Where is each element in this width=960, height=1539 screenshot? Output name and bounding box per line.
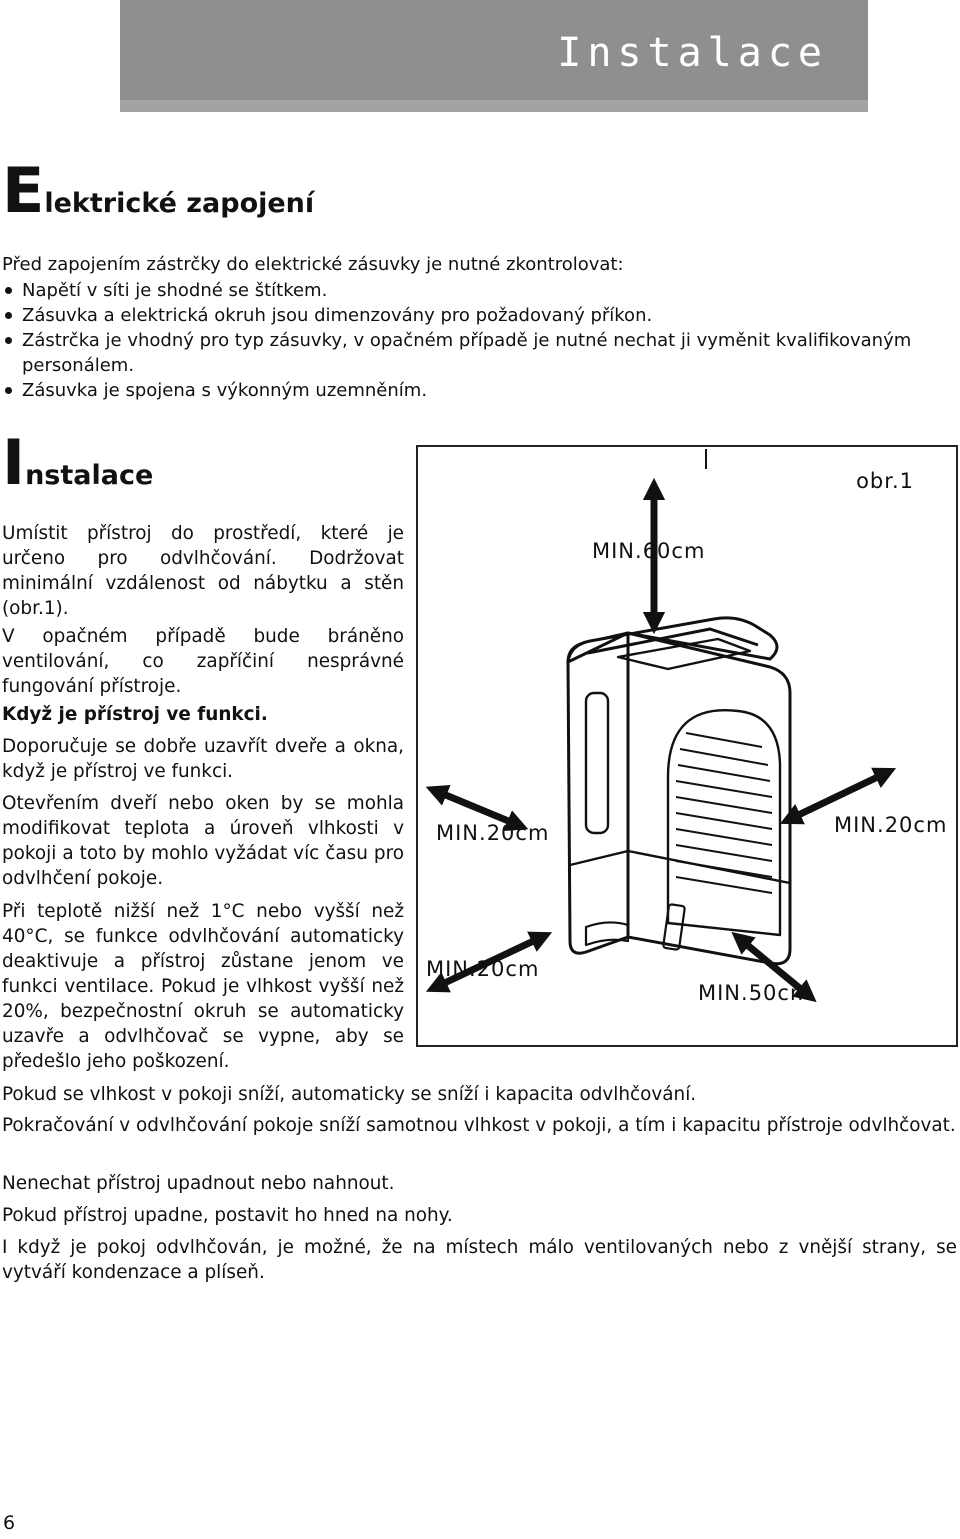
clearance-right-label: MIN.20cm — [834, 813, 948, 837]
install-paragraph-2: V opačném případě bude bráněno ventilová… — [2, 626, 404, 697]
install-paragraph-9: Nenechat přístroj upadnout nebo nahnout. — [2, 1173, 395, 1194]
list-item: Zásuvka je spojena s výkonným uzemněním. — [2, 378, 952, 403]
install-paragraph-6: Při teplotě nižší než 1°C nebo vyšší než… — [2, 901, 404, 1072]
heading-rest: lektrické zapojení — [44, 188, 315, 219]
clearance-left-label: MIN.20cm — [436, 821, 550, 845]
heading-initial: I — [2, 426, 26, 499]
figure-clearance: obr.1 MIN.60cm MIN.20cm MIN.20cm MIN.20c… — [416, 445, 958, 1047]
header-band: Instalace — [120, 0, 868, 112]
install-paragraph-8: Pokračování v odvlhčování pokoje sníží s… — [2, 1115, 956, 1136]
install-paragraph-3: Když je přístroj ve funkci. — [2, 704, 268, 725]
list-item: Zásuvka a elektrická okruh jsou dimenzov… — [2, 303, 952, 328]
heading-initial: E — [2, 154, 45, 227]
list-item: Zástrčka je vhodný pro typ zásuvky, v op… — [2, 328, 952, 378]
install-paragraph-1: Umístit přístroj do prostředí, které je … — [2, 523, 404, 619]
figure-number-label: obr.1 — [856, 469, 914, 493]
clearance-bottom-right-label: MIN.50cm — [698, 981, 812, 1005]
electrical-checklist: Napětí v síti je shodné se štítkem. Zásu… — [2, 278, 952, 403]
section-heading-electrical: Elektrické zapojení — [2, 160, 314, 222]
install-paragraph-11: I když je pokoj odvlhčován, je možné, že… — [2, 1237, 957, 1283]
clearance-bottom-left-label: MIN.20cm — [426, 957, 540, 981]
section-heading-install: Instalace — [2, 432, 153, 494]
install-paragraph-7: Pokud se vlhkost v pokoji sníží, automat… — [2, 1084, 697, 1105]
install-paragraph-4: Doporučuje se dobře uzavřít dveře a okna… — [2, 736, 404, 782]
dehumidifier-clearance-diagram-icon — [425, 449, 897, 1003]
clearance-top-label: MIN.60cm — [592, 539, 706, 563]
heading-rest: nstalace — [25, 460, 154, 491]
electrical-intro: Před zapojením zástrčky do elektrické zá… — [2, 254, 624, 275]
page-number: 6 — [3, 1512, 16, 1534]
list-item: Napětí v síti je shodné se štítkem. — [2, 278, 952, 303]
install-paragraph-10: Pokud přístroj upadne, postavit ho hned … — [2, 1205, 453, 1226]
page-title: Instalace — [557, 30, 828, 76]
install-paragraph-5: Otevřením dveří nebo oken by se mohla mo… — [2, 793, 404, 889]
